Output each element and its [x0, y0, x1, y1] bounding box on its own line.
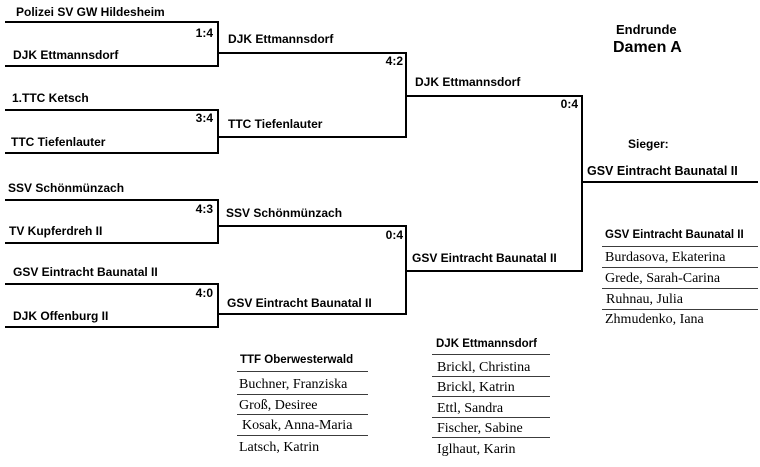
bracket-line [5, 21, 219, 23]
roster-gsv-player: Burdasova, Ekaterina [605, 250, 726, 265]
separator-line [602, 288, 758, 289]
separator-line [432, 396, 550, 397]
r1-match1-score: 1:4 [195, 26, 213, 40]
winner-caption: Sieger: [628, 137, 669, 151]
bracket-line [405, 270, 583, 272]
roster-gsv-header: GSV Eintracht Baunatal II [605, 229, 744, 241]
bracket-line [217, 283, 219, 328]
separator-line [432, 437, 550, 438]
separator-line [237, 414, 368, 415]
bracket-line [5, 283, 219, 285]
sf1-score: 4:2 [385, 54, 403, 68]
r1-match3-team2: TV Kupferdreh II [9, 224, 103, 238]
bracket-line [5, 65, 219, 67]
separator-line [602, 246, 758, 247]
sf2-team1: SSV Schönmünzach [226, 206, 343, 220]
bracket-line [217, 313, 407, 315]
winner-line [581, 181, 758, 183]
winner-name: GSV Eintracht Baunatal II [587, 164, 738, 178]
roster-ttf-player: Groß, Desiree [239, 398, 318, 413]
r1-match2-team1: 1.TTC Ketsch [12, 91, 89, 105]
r1-match3-team1: SSV Schönmünzach [8, 181, 125, 195]
roster-gsv-player: Ruhnau, Julia [606, 292, 683, 307]
roster-djk-player: Brickl, Christina [437, 360, 531, 375]
r1-match2-score: 3:4 [195, 111, 213, 125]
separator-line [602, 309, 758, 310]
bracket-line [217, 109, 219, 154]
division-title: Damen A [613, 39, 682, 56]
roster-djk-player: Fischer, Sabine [437, 421, 523, 436]
event-title: Endrunde [616, 22, 677, 37]
roster-djk-header: DJK Ettmannsdorf [436, 338, 537, 350]
bracket-line [217, 225, 407, 227]
final-team1: DJK Ettmannsdorf [415, 75, 521, 89]
r1-match2-team2: TTC Tiefenlauter [11, 135, 106, 149]
r1-match4-team2: DJK Offenburg II [13, 309, 109, 323]
bracket-line [217, 21, 219, 67]
bracket-line [5, 199, 219, 201]
roster-djk-player: Brickl, Katrin [437, 380, 515, 395]
roster-djk-player: Ettl, Sandra [437, 401, 504, 416]
roster-djk-player: Iglhaut, Karin [437, 442, 516, 457]
separator-line [237, 371, 368, 372]
roster-ttf-header: TTF Oberwesterwald [240, 354, 354, 366]
bracket-line [5, 242, 219, 244]
bracket-line [581, 95, 583, 272]
bracket-line [217, 136, 407, 138]
roster-ttf-player: Buchner, Franziska [239, 377, 348, 392]
sf1-team2: TTC Tiefenlauter [228, 117, 323, 131]
separator-line [602, 267, 758, 268]
separator-line [432, 354, 550, 355]
roster-ttf-player: Kosak, Anna-Maria [242, 418, 353, 433]
r1-match4-score: 4:0 [195, 286, 213, 300]
bracket-line [217, 199, 219, 244]
final-team2: GSV Eintracht Baunatal II [412, 251, 557, 265]
separator-line [432, 417, 550, 418]
separator-line [237, 394, 368, 395]
separator-line [237, 435, 368, 436]
r1-match3-score: 4:3 [195, 202, 213, 216]
sf2-score: 0:4 [385, 228, 403, 242]
bracket-line [5, 152, 219, 154]
r1-match1-team1: Polizei SV GW Hildesheim [16, 5, 165, 19]
r1-match4-team1: GSV Eintracht Baunatal II [13, 265, 158, 279]
bracket-line [217, 52, 407, 54]
bracket-line [5, 326, 219, 328]
roster-ttf-player: Latsch, Katrin [239, 440, 320, 455]
bracket-line [5, 109, 219, 111]
sf1-team1: DJK Ettmannsdorf [228, 32, 334, 46]
sf2-team2: GSV Eintracht Baunatal II [227, 296, 372, 310]
final-score: 0:4 [560, 97, 578, 111]
separator-line [432, 376, 550, 377]
roster-gsv-player: Grede, Sarah-Carina [605, 271, 721, 286]
roster-gsv-player: Zhmudenko, Iana [605, 312, 704, 327]
bracket-line [405, 95, 583, 97]
r1-match1-team2: DJK Ettmannsdorf [13, 48, 119, 62]
